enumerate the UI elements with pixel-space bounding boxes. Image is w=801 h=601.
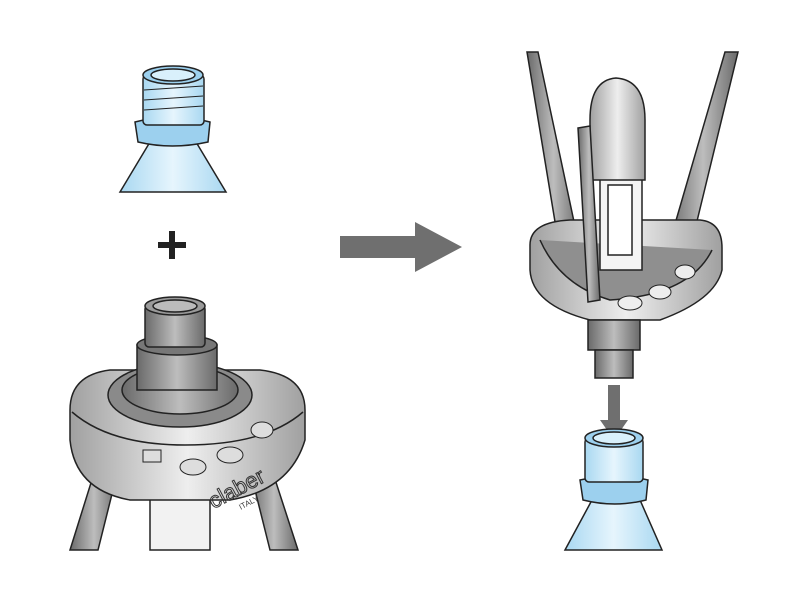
- plus-icon: [158, 231, 186, 259]
- down-arrow-icon: [600, 385, 628, 440]
- tripod-sprinkler-head: claber ITALY: [68, 296, 306, 551]
- bottle-neck-left: [118, 65, 228, 193]
- bottle-neck-right: [563, 428, 664, 551]
- right-arrow-icon: [340, 222, 462, 272]
- sprinkler-with-spikes: [526, 51, 739, 379]
